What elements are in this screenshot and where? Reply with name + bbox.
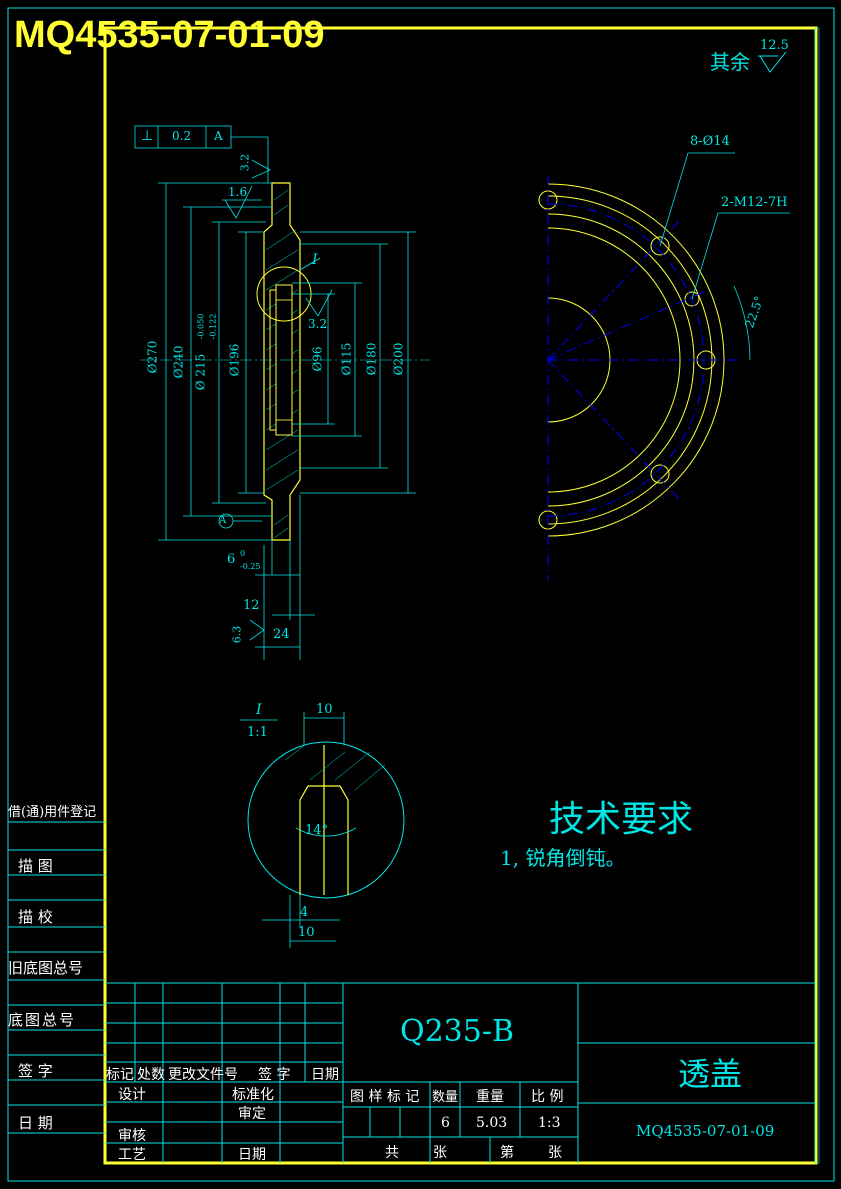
detail-marker: I	[312, 252, 318, 268]
roughness-b: 1.6	[228, 185, 248, 199]
dimension-200: Ø200	[391, 342, 406, 376]
dimension-215-tol-upper: -0.050	[196, 313, 206, 340]
part-name: 透盖	[678, 1055, 743, 1093]
sign-approve: 审定	[238, 1106, 266, 1122]
outer-border	[7, 7, 835, 1182]
detail-dim-top: 10	[316, 702, 333, 717]
sheet-unit-b: 张	[548, 1145, 562, 1161]
dimension-115: Ø115	[339, 342, 354, 376]
sign-design: 设计	[118, 1087, 146, 1103]
sidebar-label-4: 底图总号	[8, 1011, 77, 1029]
datum-a-label: A	[219, 515, 227, 526]
tolerance-datum: A	[214, 129, 223, 143]
dimension-12: 12	[243, 598, 260, 613]
dimension-24: 24	[273, 627, 290, 642]
tolerance-symbol-icon: ⊥	[141, 128, 154, 144]
frame-border	[103, 26, 818, 1165]
drawing-number: MQ4535-07-01-09	[636, 1122, 775, 1140]
side-register-grid	[8, 821, 105, 1134]
rev-header-count: 处数	[137, 1067, 165, 1083]
info-header-scale: 比 例	[531, 1089, 564, 1105]
sidebar-label-0: 借(通)用件登记	[8, 805, 97, 820]
dimension-240: Ø240	[171, 345, 186, 379]
info-header-weight: 重量	[476, 1089, 504, 1105]
detail-angle: 14°	[305, 823, 329, 838]
roughness-symbol-icon	[758, 52, 787, 73]
info-header-mark: 图 样 标 记	[350, 1089, 420, 1105]
dimension-196: Ø196	[227, 343, 242, 377]
rev-header-sign: 签 字	[258, 1067, 291, 1083]
rev-header-date: 日期	[311, 1067, 339, 1083]
scale-value: 1:3	[538, 1115, 561, 1131]
detail-view-label: I	[256, 702, 262, 718]
tech-requirements-title: 技术要求	[549, 799, 694, 840]
dimension-6: 6	[227, 552, 236, 567]
detail-dim-bottom: 10	[298, 925, 315, 940]
sidebar-label-6: 日 期	[18, 1114, 53, 1132]
dimension-180: Ø180	[364, 342, 379, 376]
roughness-d: 6.3	[230, 625, 244, 644]
surface-note-roughness: 12.5	[760, 38, 789, 53]
rev-header-mark: 标记	[106, 1067, 134, 1083]
holes-label: 8-Ø14	[690, 134, 730, 149]
sheet-total-label: 共	[385, 1145, 399, 1161]
sidebar-label-3: 旧底图总号	[8, 959, 84, 977]
sheet-unit-a: 张	[433, 1145, 447, 1161]
info-header-qty: 数量	[432, 1090, 459, 1105]
sign-standard: 标准化	[232, 1087, 274, 1103]
weight-value: 5.03	[476, 1115, 508, 1131]
tolerance-value: 0.2	[172, 129, 192, 143]
roughness-c: 3.2	[308, 317, 328, 331]
threads-label: 2-M12-7H	[721, 195, 788, 210]
detail-view	[240, 712, 405, 948]
sign-date: 日期	[238, 1147, 266, 1163]
dimension-96: Ø96	[310, 346, 325, 372]
dimension-6-tol-upper: 0	[240, 549, 246, 558]
material-label: Q235-B	[400, 1014, 515, 1049]
sidebar-label-2: 描 校	[18, 908, 53, 926]
surface-note-label: 其余	[710, 50, 750, 74]
dimension-270: Ø270	[145, 340, 160, 374]
quantity-value: 6	[441, 1115, 450, 1131]
main-section-view	[134, 125, 430, 660]
roughness-a: 3.2	[238, 153, 252, 172]
sidebar-label-5: 签 字	[18, 1062, 53, 1080]
detail-dim-4: 4	[300, 905, 309, 920]
detail-view-scale: 1:1	[247, 725, 268, 740]
dimension-215-tol-lower: -0.122	[208, 313, 218, 340]
dimension-6-tol-lower: -0.25	[240, 562, 261, 571]
tech-requirements-item-1: 1, 锐角倒钝。	[500, 846, 626, 870]
sign-process: 工艺	[118, 1147, 146, 1163]
rev-header-doc: 更改文件号	[168, 1067, 238, 1083]
sheet-no-label: 第	[500, 1145, 514, 1161]
drawing-number-header: MQ4535-07-01-09	[14, 14, 325, 56]
side-view	[538, 152, 790, 580]
dimension-215: Ø 215	[193, 353, 208, 391]
sidebar-label-1: 描 图	[18, 857, 53, 875]
title-block-grid	[105, 982, 815, 1163]
sign-review: 审核	[118, 1128, 146, 1144]
